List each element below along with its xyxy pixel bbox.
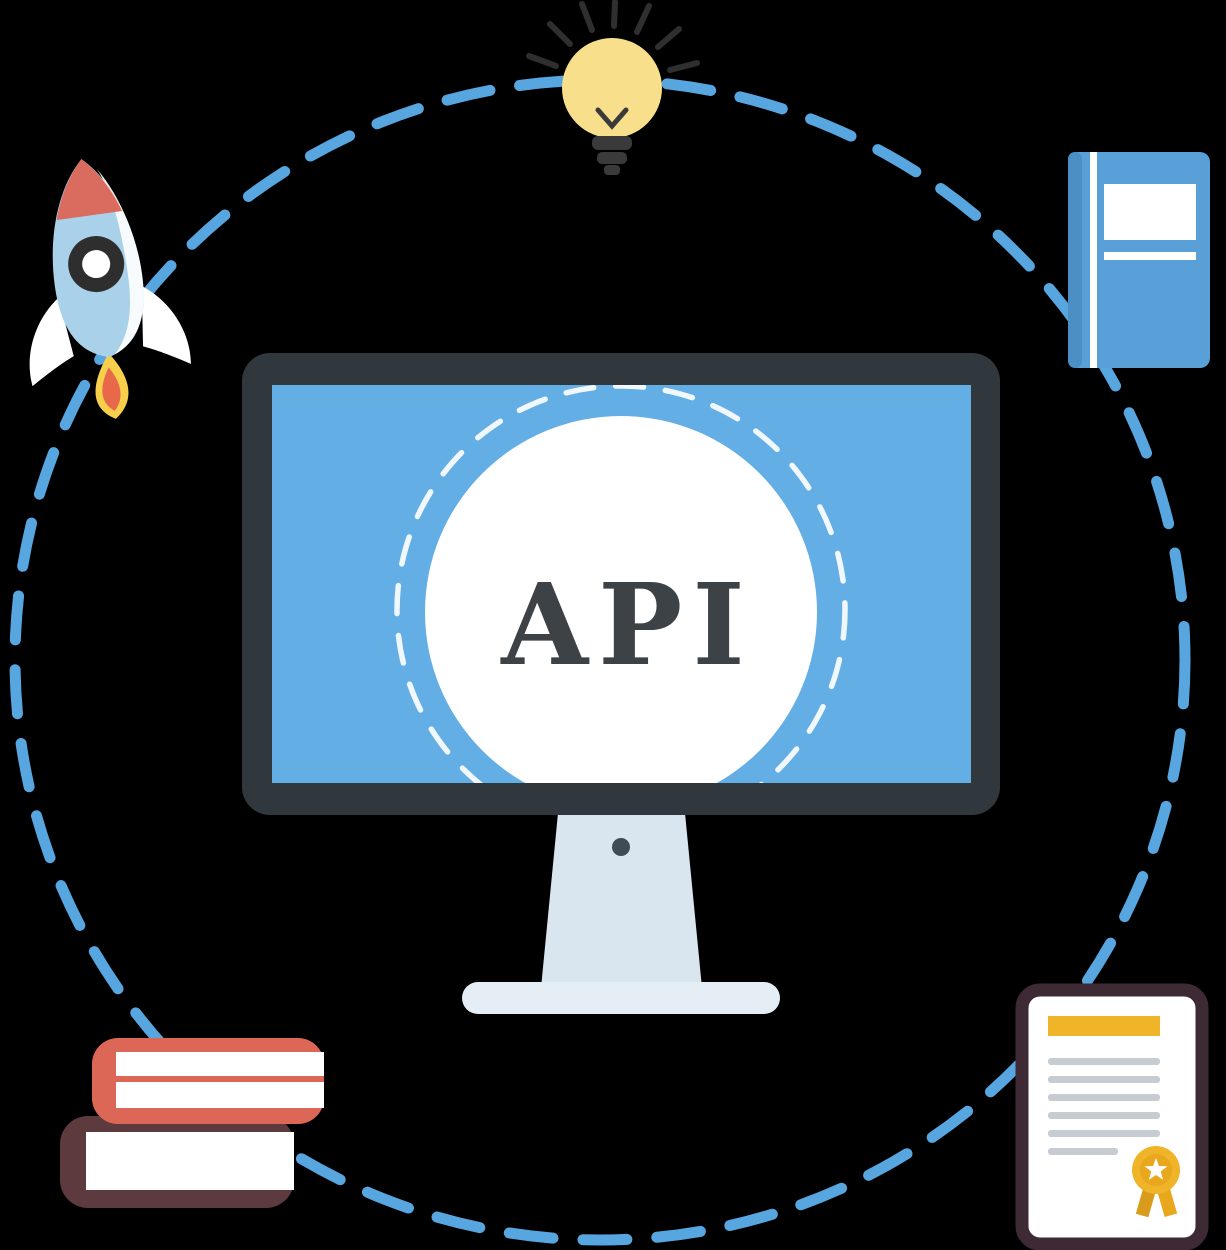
rocket-fin-right bbox=[141, 285, 191, 364]
lightbulb-filament bbox=[595, 107, 629, 130]
certificate-title-bar bbox=[1048, 1016, 1160, 1036]
certificate-rosette bbox=[1132, 1146, 1180, 1218]
lightbulb-socket-tip bbox=[604, 165, 620, 175]
lightbulb-icon bbox=[526, 0, 700, 175]
rocket-icon bbox=[29, 159, 191, 419]
bottom-book bbox=[60, 1116, 294, 1208]
api-label: API bbox=[500, 560, 755, 691]
rosette-star-icon bbox=[1144, 1158, 1168, 1180]
lightbulb-socket-mid bbox=[597, 152, 627, 164]
book-icon bbox=[1068, 152, 1210, 368]
monitor-stand-dot bbox=[612, 838, 630, 856]
screen-dashed-circle bbox=[394, 385, 848, 783]
book-label-line bbox=[1104, 252, 1196, 260]
rocket-window-glass bbox=[82, 250, 111, 279]
rocket-nose bbox=[56, 159, 123, 221]
lightbulb-glass bbox=[562, 38, 662, 138]
rocket-body-highlight bbox=[96, 169, 144, 355]
book-label bbox=[1104, 184, 1196, 240]
book-spine-shade bbox=[1068, 152, 1082, 368]
certificate-text-lines bbox=[1048, 1058, 1160, 1155]
rocket-flame-inner bbox=[102, 367, 121, 411]
rocket-fin-left bbox=[29, 297, 74, 387]
book-page-edge bbox=[1090, 152, 1097, 368]
top-book bbox=[92, 1038, 324, 1124]
lightbulb-socket-top bbox=[592, 136, 632, 150]
screen-white-circle bbox=[425, 416, 817, 783]
monitor-stand-neck bbox=[541, 813, 702, 988]
lightbulb-rays bbox=[526, 0, 700, 73]
monitor-icon: API bbox=[242, 353, 1000, 1014]
monitor-stand-base bbox=[462, 982, 780, 1014]
certificate-icon bbox=[1015, 983, 1209, 1250]
books-stack-icon bbox=[60, 1038, 324, 1208]
